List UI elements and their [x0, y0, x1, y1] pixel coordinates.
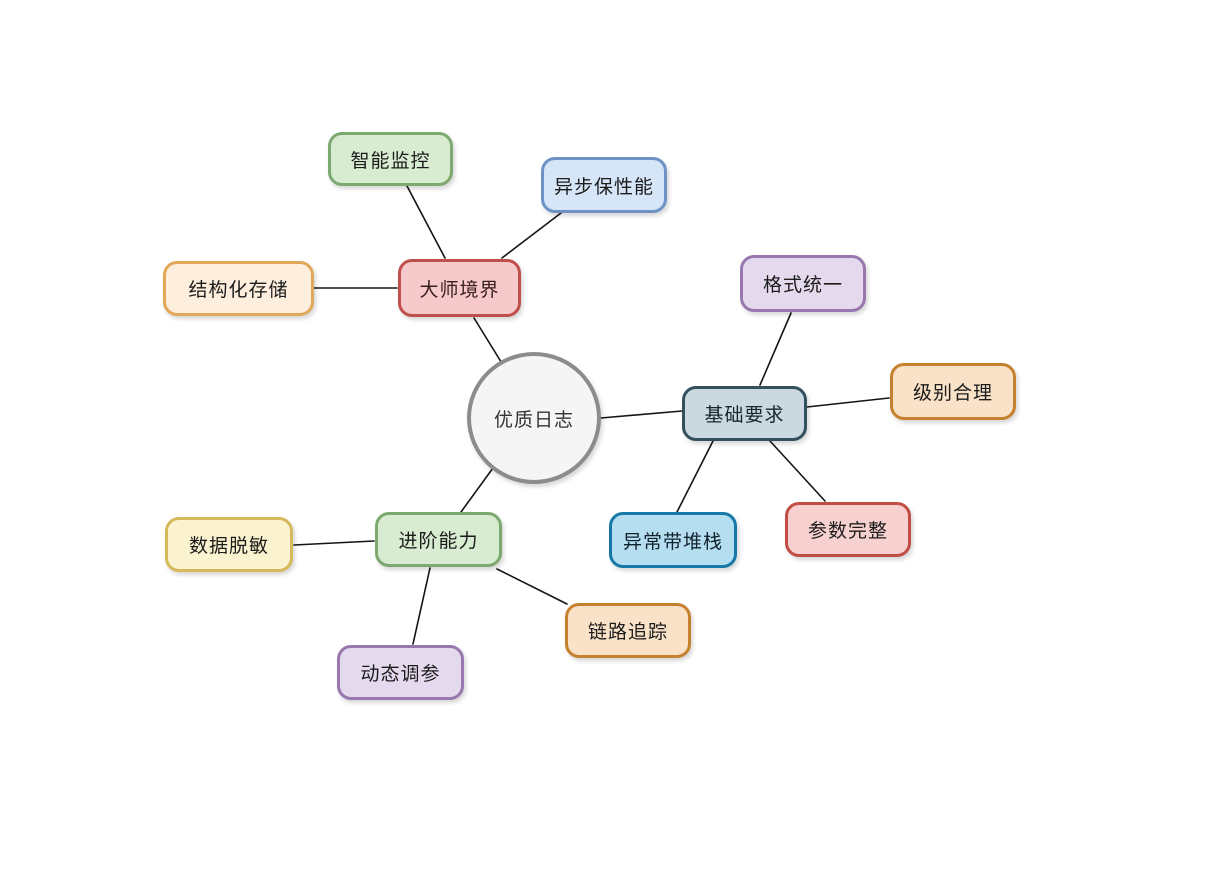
node-data-masking-label: 数据脱敏	[188, 536, 269, 557]
edge-master-async	[501, 212, 562, 259]
node-level-ok-label: 级别合理	[912, 383, 993, 404]
node-advanced-label: 进阶能力	[398, 531, 479, 552]
node-root-label: 优质日志	[493, 409, 574, 431]
edge-advanced-dynamic	[412, 567, 431, 645]
node-exc-stack[interactable]: 异常带堆栈	[609, 512, 737, 568]
node-async-perf-label: 异步保性能	[553, 176, 654, 198]
node-async-perf[interactable]: 异步保性能	[541, 157, 667, 213]
edge-master-smart	[406, 185, 446, 259]
node-master[interactable]: 大师境界	[398, 259, 521, 317]
node-dynamic-tuning-label: 动态调参	[360, 664, 441, 685]
node-trace-label: 链路追踪	[587, 622, 668, 643]
node-level-ok[interactable]: 级别合理	[890, 363, 1016, 420]
edge-advanced-masking	[293, 540, 375, 546]
node-format[interactable]: 格式统一	[740, 255, 866, 312]
node-structured-label: 结构化存储	[188, 280, 289, 301]
node-format-label: 格式统一	[762, 275, 843, 296]
edge-basic-level	[806, 397, 890, 408]
node-trace[interactable]: 链路追踪	[565, 603, 691, 658]
node-params[interactable]: 参数完整	[785, 502, 911, 557]
node-exc-stack-label: 异常带堆栈	[622, 531, 723, 553]
node-basic[interactable]: 基础要求	[682, 386, 807, 441]
node-data-masking[interactable]: 数据脱敏	[165, 517, 293, 572]
node-advanced[interactable]: 进阶能力	[375, 512, 502, 567]
edge-basic-stack	[676, 440, 714, 513]
edge-root-basic	[600, 410, 683, 419]
edge-basic-params	[769, 440, 826, 502]
node-smart-monitor[interactable]: 智能监控	[328, 132, 453, 186]
node-smart-monitor-label: 智能监控	[350, 150, 431, 172]
edge-root-master	[473, 317, 504, 366]
node-structured[interactable]: 结构化存储	[163, 261, 314, 316]
node-basic-label: 基础要求	[704, 405, 785, 426]
node-dynamic-tuning[interactable]: 动态调参	[337, 645, 464, 700]
node-root[interactable]: 优质日志	[467, 352, 601, 484]
edge-root-advanced	[460, 467, 494, 513]
edge-basic-format	[759, 312, 792, 386]
node-params-label: 参数完整	[807, 521, 888, 542]
node-master-label: 大师境界	[419, 279, 500, 301]
edge-advanced-trace	[496, 568, 568, 605]
